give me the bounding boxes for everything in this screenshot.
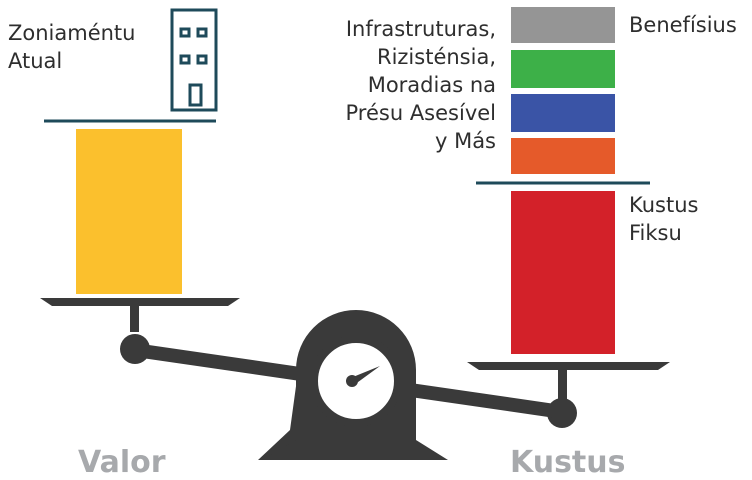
resilience-block — [511, 94, 615, 132]
cost-label-text: Kustus — [510, 445, 626, 480]
benefits-block — [511, 7, 615, 43]
housing-block — [511, 138, 615, 174]
building-icon — [170, 8, 218, 112]
infrastructure-block — [511, 50, 615, 88]
gauge-icon — [310, 335, 402, 427]
benefits-label: Benefísius — [629, 11, 737, 39]
fixed-cost-label: Kustus Fiksu — [629, 191, 698, 247]
benefit-items-label: Infrastruturas, Rizisténsia, Moradias na… — [346, 15, 497, 155]
fixed-cost-line-2: Fiksu — [629, 221, 682, 245]
cost-label: Kustus — [510, 446, 626, 480]
value-label: Valor — [78, 446, 166, 480]
benefit-items-line-3: Moradias na — [367, 73, 496, 97]
fixed-cost-line-1: Kustus — [629, 193, 699, 217]
fixed-cost-block — [511, 191, 615, 354]
benefit-items-line-1: Infrastruturas, — [345, 17, 496, 41]
value-label-text: Valor — [78, 445, 166, 480]
value-bar — [76, 129, 182, 294]
current-zoning-label: Zoniaméntu Atual — [8, 19, 135, 75]
right-pan — [467, 362, 670, 428]
benefit-items-line-5: y Más — [434, 129, 496, 153]
benefit-items-line-2: Rizisténsia, — [376, 45, 496, 69]
current-zoning-line-1: Zoniaméntu — [8, 21, 136, 45]
current-zoning-line-2: Atual — [8, 49, 63, 73]
benefit-items-line-4: Présu Asesível — [345, 101, 497, 125]
benefits-label-text: Benefísius — [629, 13, 737, 37]
